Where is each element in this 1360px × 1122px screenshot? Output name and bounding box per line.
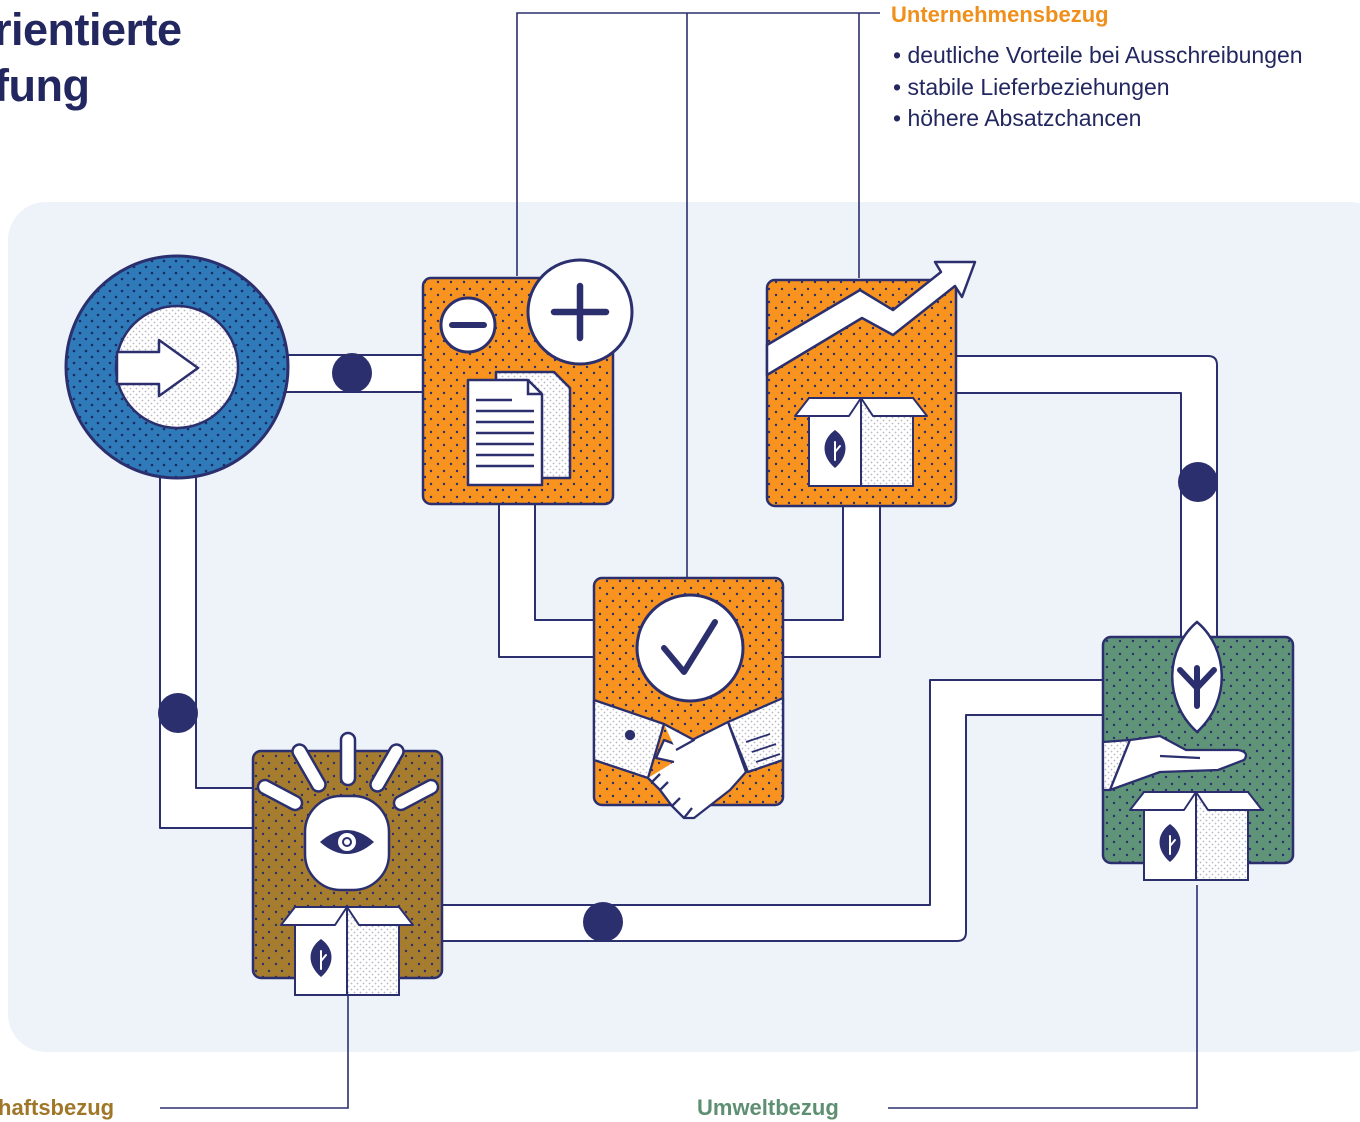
handshake-icon (592, 696, 785, 820)
bullet-item: deutliche Vorteile bei Ausschreibungen (893, 40, 1302, 72)
umweltbezug-heading: Umweltbezug (697, 1095, 839, 1120)
plus-icon (526, 258, 634, 366)
unternehmensbezug-list: deutliche Vorteile bei Ausschreibungen s… (893, 40, 1303, 135)
document-tile (421, 258, 634, 506)
document-icon (466, 370, 572, 487)
insight-rays (256, 731, 440, 812)
track-dots (158, 353, 1218, 942)
start-circle (64, 254, 290, 480)
title-line-2: fung (0, 60, 90, 111)
box-leaf-icon (280, 906, 414, 996)
arrow-right-icon (115, 338, 200, 398)
gesellschaftsbezug-heading: haftsbezug (0, 1095, 115, 1120)
open-hand-icon (1101, 734, 1248, 792)
unternehmensbezug-heading: Unternehmensbezug (891, 2, 1109, 27)
trend-tile (765, 260, 977, 508)
eye-icon (320, 830, 374, 854)
box-leaf-icon (794, 397, 928, 487)
page-title: rientierte fung (0, 2, 182, 114)
track-dot (158, 693, 198, 733)
box-leaf-icon (1129, 791, 1263, 881)
checkmark-icon (635, 593, 745, 703)
title-line-1: rientierte (0, 4, 182, 55)
insight-tile (251, 731, 444, 996)
minus-icon (439, 296, 497, 354)
handshake-tile (592, 576, 785, 820)
environment-tile (1101, 620, 1295, 881)
bullet-item: stabile Lieferbeziehungen (893, 72, 1303, 104)
leader-lines (160, 12, 1198, 1109)
track-dot (332, 353, 372, 393)
track-dot (1178, 462, 1218, 502)
track-dot (583, 902, 623, 942)
bullet-item: höhere Absatzchancen (893, 103, 1303, 135)
leaf-icon (1171, 620, 1223, 734)
track-trend-to-leaf (949, 355, 1218, 641)
trend-arrow-icon (765, 260, 977, 377)
